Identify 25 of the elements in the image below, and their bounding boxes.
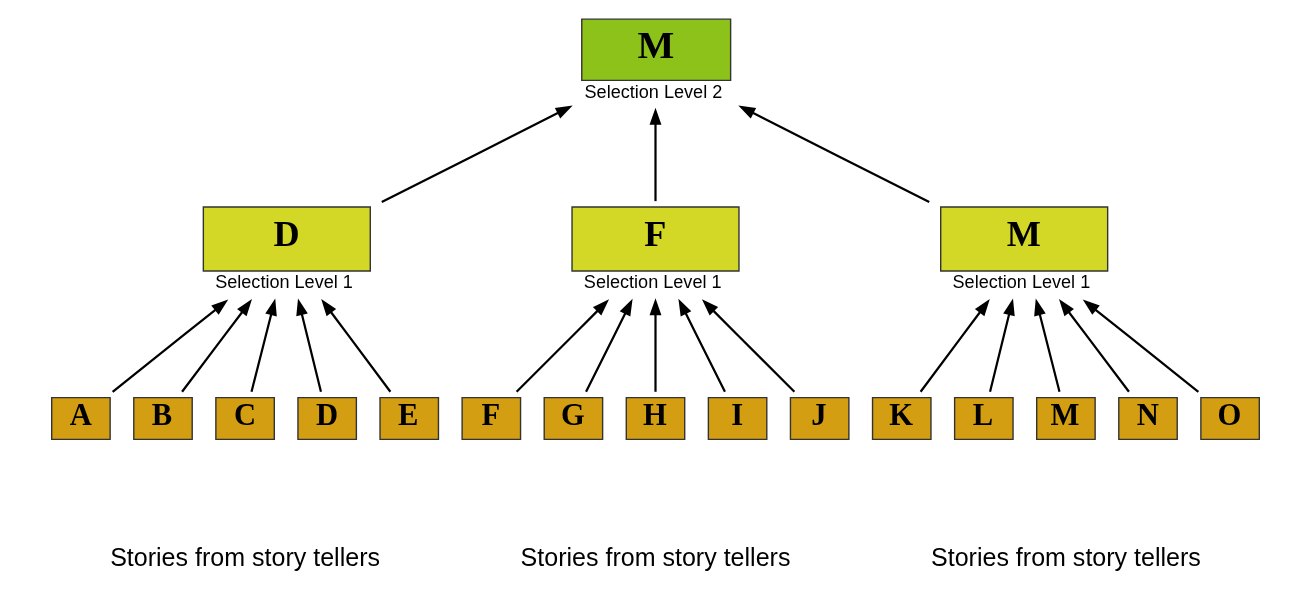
label: Stories from story tellers (931, 543, 1201, 572)
arrow (381, 105, 573, 204)
arrow (649, 298, 662, 392)
arrow (678, 298, 726, 393)
arrow (585, 298, 633, 393)
arrow (919, 299, 990, 393)
node-label: Selection Level 1 (583, 272, 722, 293)
arrow (111, 299, 229, 393)
arrow (1082, 299, 1200, 393)
label: Stories from story tellers (520, 543, 791, 572)
arrow (649, 107, 662, 202)
arrow (250, 298, 277, 393)
arrow (738, 105, 930, 204)
arrow (296, 298, 323, 393)
arrow (1034, 298, 1061, 393)
arrow (321, 299, 392, 393)
arrow (1058, 299, 1130, 393)
node-label: Selection Level 2 (584, 81, 723, 102)
arrow (701, 299, 796, 393)
arrow (515, 299, 610, 393)
arrow (181, 299, 253, 393)
node-label: Selection Level 1 (215, 272, 353, 293)
label: Stories from story tellers (110, 543, 380, 572)
arrow (988, 298, 1015, 393)
node-label: Selection Level 1 (952, 272, 1091, 293)
